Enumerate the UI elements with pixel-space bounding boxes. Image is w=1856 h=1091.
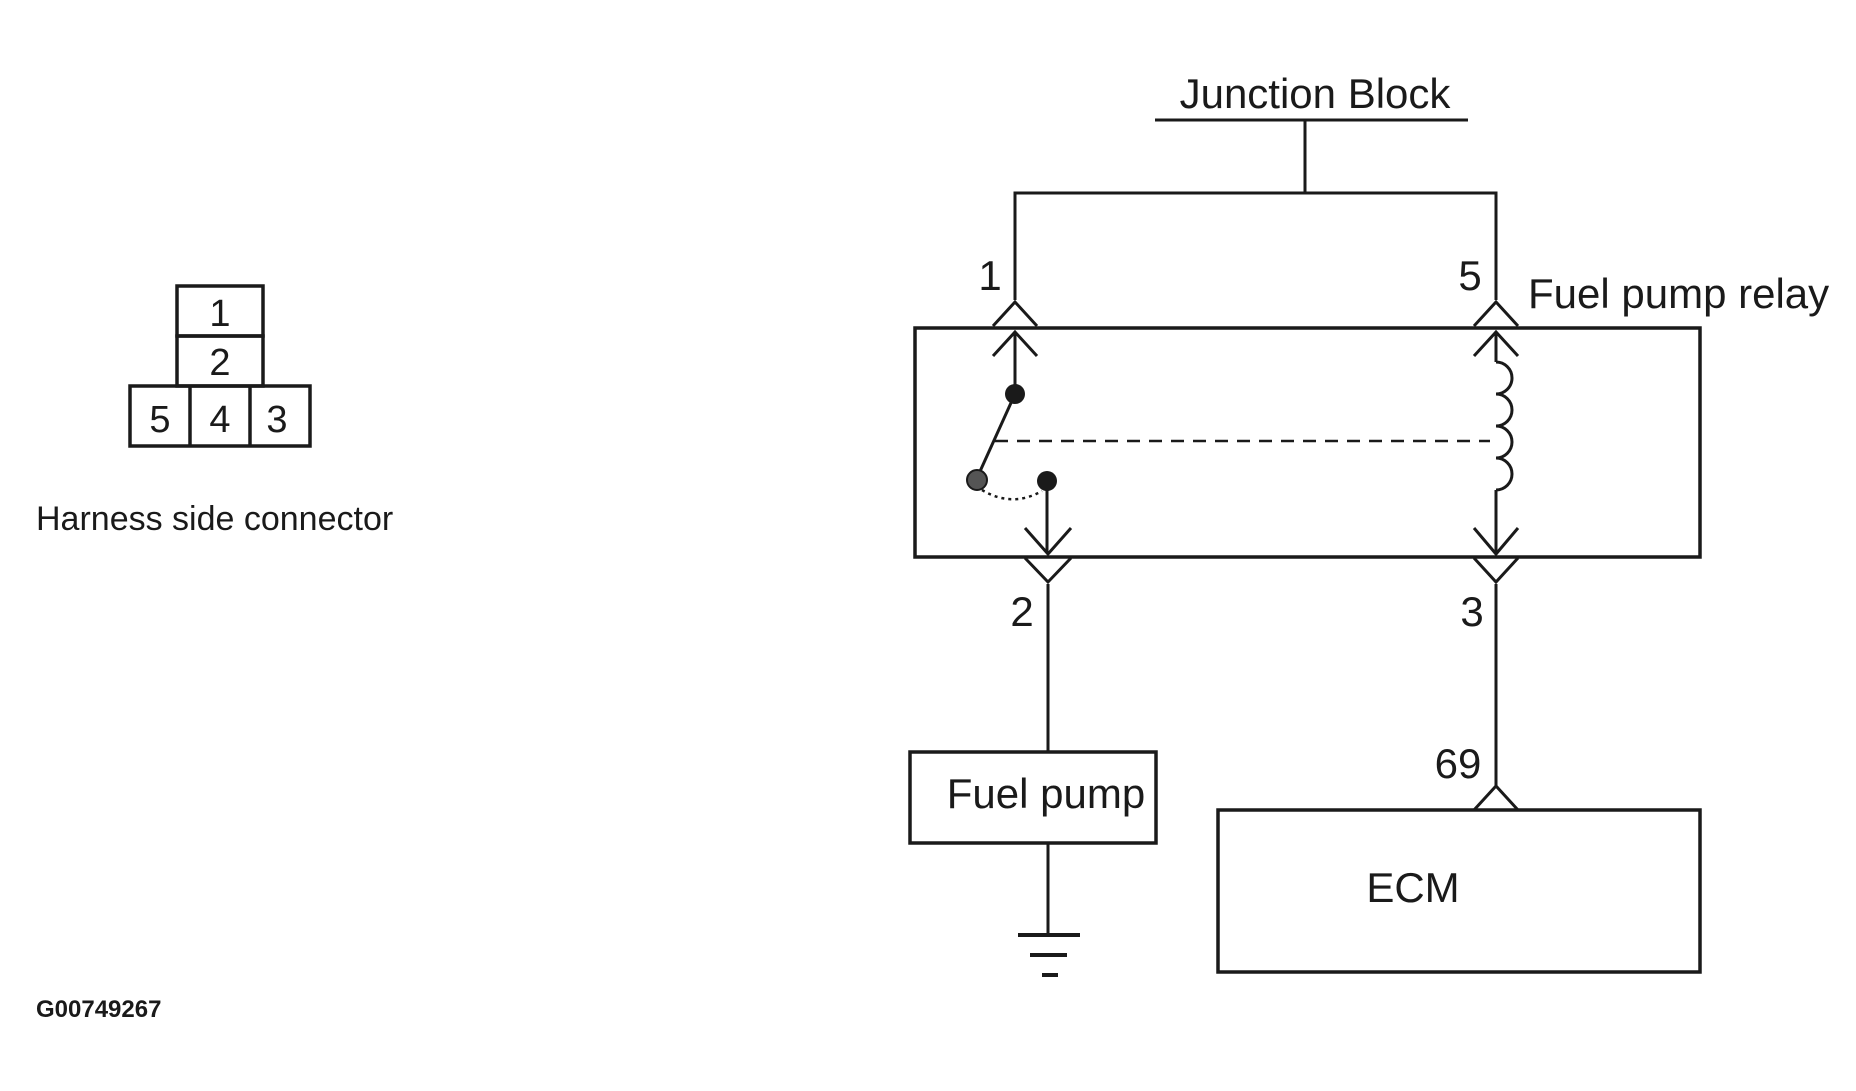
pin-5-inner-arrow — [1472, 329, 1520, 358]
connector-cell-3: 3 — [266, 399, 287, 441]
connector-cell-4: 4 — [209, 399, 230, 441]
figure-code: G00749267 — [36, 996, 161, 1023]
fuel-pump-branch: Fuel pump — [908, 584, 1158, 977]
relay-pin-1-label: 1 — [978, 252, 1001, 299]
coil-winding — [1495, 360, 1514, 492]
pin-3-inner-arrow — [1472, 527, 1520, 557]
pin-2-inner-arrow — [1023, 527, 1073, 557]
switch-pivot-contact — [1005, 384, 1025, 404]
relay-pin-3-label: 3 — [1460, 588, 1483, 635]
ecm-pin-label: 69 — [1435, 740, 1482, 787]
junction-distribution-wire — [1013, 191, 1498, 300]
ecm-label: ECM — [1366, 864, 1459, 911]
relay-pin-2-label: 2 — [1010, 588, 1033, 635]
relay-body — [913, 326, 1702, 559]
fuel-pump-relay: Fuel pump relay 1 5 2 3 — [913, 252, 1829, 635]
switch-arm — [975, 393, 1017, 479]
pin-1-terminal — [991, 299, 1039, 328]
switch-moving-contact — [966, 469, 988, 491]
relay-pin-5-label: 5 — [1458, 252, 1481, 299]
connector-cell-5: 5 — [149, 399, 170, 441]
fuel-pump-box — [908, 750, 1158, 845]
pin-1-inner-arrow — [991, 329, 1039, 358]
pin-3-terminal — [1472, 556, 1520, 585]
connector-bottom-row-frame — [128, 384, 312, 448]
connector-caption: Harness side connector — [36, 500, 393, 538]
ecm-pin-terminal — [1472, 783, 1520, 812]
junction-block: Junction Block — [1013, 70, 1498, 300]
ecm-branch: 69 ECM — [1216, 584, 1702, 974]
ecm-box — [1216, 808, 1702, 974]
junction-block-label: Junction Block — [1180, 70, 1452, 117]
switch-link-dotted — [981, 488, 1043, 501]
connector-cell-1: 1 — [209, 293, 230, 335]
connector-cell-2: 2 — [209, 342, 230, 384]
fuel-pump-label: Fuel pump — [947, 770, 1145, 817]
pin-5-terminal — [1472, 299, 1520, 328]
harness-connector: 1 2 5 4 3 Harness side connector — [36, 284, 393, 538]
relay-label: Fuel pump relay — [1528, 270, 1829, 317]
pin-2-terminal — [1023, 556, 1073, 585]
